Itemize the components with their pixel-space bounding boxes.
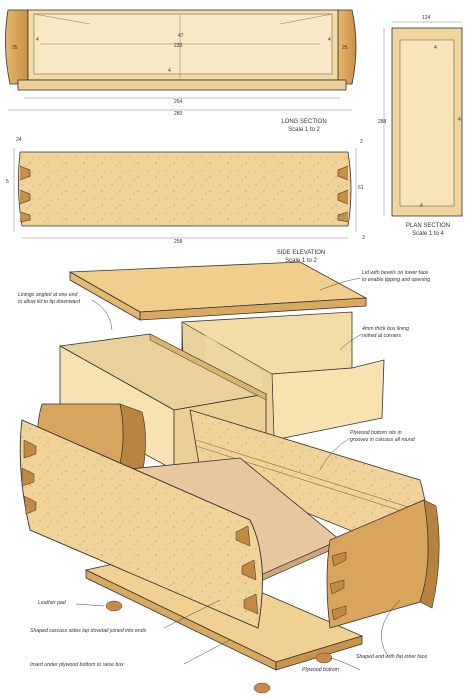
dim-height: 47 <box>178 33 184 39</box>
long-section-scale: Scale 1 to 2 <box>288 127 320 133</box>
dim-inner-length: 230 <box>174 43 183 49</box>
dim-elev-left-mid: 5 <box>6 179 9 185</box>
dim-elev-left-top: 24 <box>16 137 22 143</box>
annotation-insert: Insert under plywood bottom to raise box <box>30 662 124 668</box>
leader-lines <box>75 277 401 671</box>
plan-section-title: PLAN SECTION <box>405 223 450 229</box>
side-elevation-scale: Scale 1 to 2 <box>285 258 317 264</box>
dim-end-right: 25 <box>342 45 348 51</box>
dim-plan-small-a: 4 <box>434 45 437 51</box>
lid-drawing <box>68 261 368 321</box>
leather-pad-2 <box>315 652 333 664</box>
side-elevation-title: SIDE ELEVATION <box>276 250 326 256</box>
plan-section-drawing <box>383 21 463 217</box>
exploded-view <box>19 261 440 694</box>
dim-elev-right-top: 2 <box>360 139 363 145</box>
dim-elev-length: 258 <box>174 239 183 245</box>
dim-small-b: 4 <box>328 37 331 43</box>
dim-plan-length: 288 <box>378 119 387 125</box>
dim-small-c: 4 <box>168 68 171 74</box>
long-section-title: LONG SECTION <box>281 119 327 125</box>
long-section-drawing <box>5 9 357 111</box>
annotation-lining-thickness-2: mitred at corners <box>362 333 401 339</box>
annotation-plywood-grooves-2: grooves in carcass all round <box>350 437 415 443</box>
annotation-shaped-end: Shaped end with flat inner face <box>356 654 428 660</box>
annotation-linings-1: Linings angled at one end <box>18 292 78 298</box>
right-end-drawing <box>326 499 440 629</box>
dim-base-length: 264 <box>174 99 183 105</box>
dim-elev-right-bottom: 3 <box>362 235 365 241</box>
dim-plan-small-b: 4 <box>458 117 461 123</box>
annotation-lining-thickness-1: 4mm thick box lining <box>362 326 409 332</box>
dim-small-a: 4 <box>36 37 39 43</box>
dim-plan-small-c: 4 <box>420 203 423 209</box>
dim-elev-right-mid: 61 <box>358 185 364 191</box>
annotation-plywood-bottom: Plywood bottom <box>302 667 339 673</box>
annotation-lid-1: Lid with bevels on lower face <box>362 270 429 276</box>
dim-plan-width: 124 <box>422 15 431 21</box>
dim-end-left: 25 <box>12 45 18 51</box>
plan-section-scale: Scale 1 to 4 <box>412 231 444 237</box>
dim-overall-length: 280 <box>174 111 183 117</box>
annotation-leather-pad: Leather pad <box>38 600 66 606</box>
front-carcass-side-drawing <box>19 419 263 629</box>
annotation-dovetail: Shaped carcass sides lap dovetail joined… <box>30 628 147 634</box>
side-elevation-drawing <box>13 148 357 239</box>
annotation-linings-2: to allow lid to tip downward <box>18 299 80 305</box>
leather-pad-3 <box>253 682 271 694</box>
annotation-plywood-grooves-1: Plywood bottom sits in <box>350 430 402 436</box>
leather-pad-1 <box>105 600 123 612</box>
annotation-lid-2: to enable tipping and opening <box>362 277 431 283</box>
